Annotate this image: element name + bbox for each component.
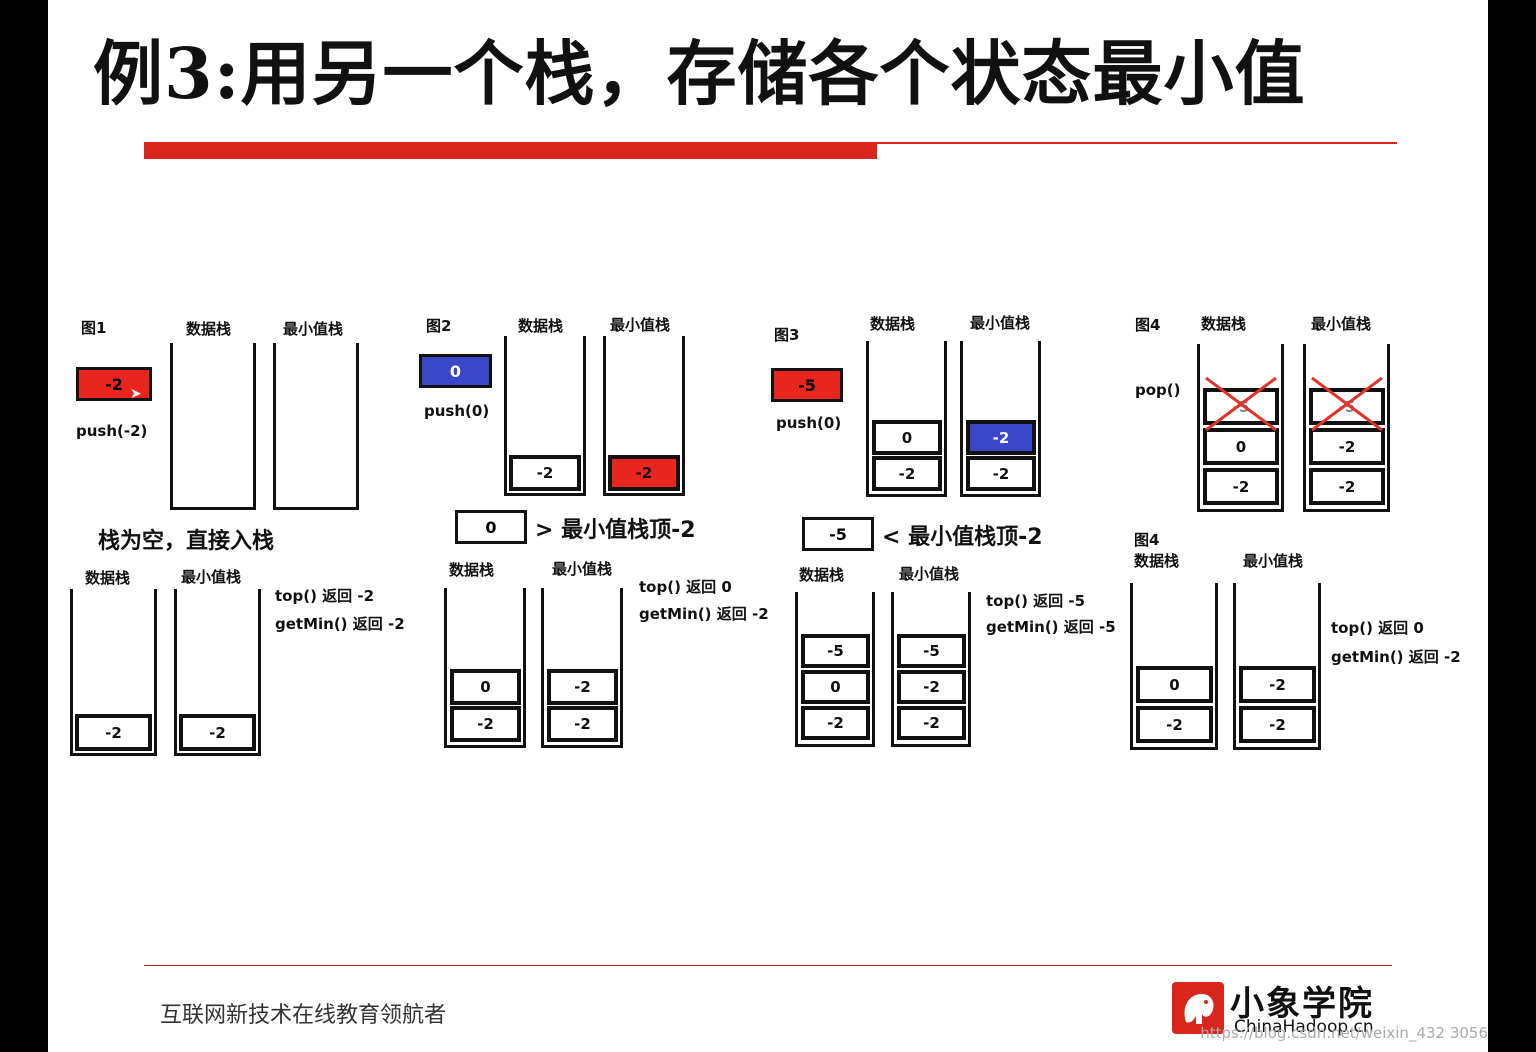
fig2-top-result: top() 返回 0	[639, 578, 732, 596]
fig1-data-stack-label: 数据栈	[186, 320, 232, 338]
fig3-after-data-label: 数据栈	[799, 566, 845, 584]
fig1-push-call: push(-2)	[76, 422, 148, 440]
fig4-after-tag: 图4	[1134, 531, 1160, 549]
fig2-tag: 图2	[426, 317, 452, 335]
stack-cell-popped: -5	[1309, 388, 1385, 425]
fig4-data-stack-before: -5 0 -2	[1197, 344, 1284, 512]
stack-cell: -2	[897, 670, 966, 704]
stack-cell: -2	[1203, 468, 1279, 505]
footer-divider	[144, 965, 1392, 966]
stack-cell: 0	[801, 670, 870, 704]
slide-title: 例3:用另一个栈，存储各个状态最小值	[93, 32, 1306, 115]
stack-cell: -5	[801, 634, 870, 668]
fig4-min-stack-label: 最小值栈	[1311, 315, 1372, 333]
title-underline-thick	[144, 142, 877, 159]
fig3-min-stack-label: 最小值栈	[970, 314, 1031, 332]
fig1-getmin-result: getMin() 返回 -2	[275, 615, 405, 633]
logo-text-cn: 小象学院	[1230, 984, 1374, 1024]
stack-cell: 0	[1203, 428, 1279, 465]
slide: 例3:用另一个栈，存储各个状态最小值 图1 数据栈 最小值栈 -2 ➤ push…	[48, 0, 1488, 1052]
fig4-after-min-stack: -2 -2	[1233, 583, 1321, 750]
fig3-data-stack-label: 数据栈	[870, 315, 916, 333]
fig1-after-data-label: 数据栈	[85, 569, 131, 587]
fig2-min-stack-before: -2	[603, 336, 685, 496]
fig1-after-min-stack: -2	[174, 589, 261, 756]
stack-cell: -2	[966, 456, 1036, 491]
fig1-note: 栈为空，直接入栈	[98, 529, 275, 554]
stack-cell: 0	[872, 420, 942, 455]
fig3-compare-value: -5	[802, 517, 874, 551]
stack-cell: 0	[1136, 666, 1213, 703]
fig1-tag: 图1	[81, 319, 107, 337]
fig3-after-data-stack: -5 0 -2	[795, 592, 875, 747]
fig2-push-call: push(0)	[424, 402, 490, 420]
fig2-after-data-label: 数据栈	[449, 561, 495, 579]
fig1-after-min-label: 最小值栈	[181, 568, 242, 586]
stack-cell: -2	[509, 455, 581, 491]
stack-cell: -2	[179, 714, 256, 751]
fig3-compare-text: < 最小值栈顶-2	[882, 525, 1043, 550]
stack-cell: -2	[872, 456, 942, 491]
stack-cell: 0	[450, 669, 521, 705]
fig3-getmin-result: getMin() 返回 -5	[986, 618, 1116, 636]
fig3-after-min-label: 最小值栈	[899, 565, 960, 583]
fig2-after-min-label: 最小值栈	[552, 560, 613, 578]
stack-cell: -2	[1309, 468, 1385, 505]
fig2-compare-value: 0	[455, 510, 527, 544]
elephant-logo-icon	[1172, 982, 1224, 1034]
fig3-top-result: top() 返回 -5	[986, 592, 1086, 610]
fig4-pop-call: pop()	[1135, 381, 1181, 399]
fig2-data-stack-label: 数据栈	[518, 317, 564, 335]
stack-cell: -2	[801, 706, 870, 740]
fig3-after-min-stack: -5 -2 -2	[891, 592, 971, 747]
stack-cell: -2	[450, 706, 521, 742]
fig2-push-element: 0	[419, 354, 492, 388]
stack-cell-highlight: -2	[966, 420, 1036, 455]
stack-cell-highlight: -2	[608, 455, 680, 491]
fig3-min-stack-before: -2 -2	[960, 341, 1041, 497]
stack-cell: -2	[1239, 706, 1316, 743]
watermark-text: https://blog.csdn.net/weixin_432 3056	[1200, 1024, 1488, 1042]
fig3-tag: 图3	[774, 326, 800, 344]
fig3-data-stack-before: 0 -2	[866, 341, 947, 497]
fig3-push-element: -5	[771, 368, 843, 402]
title-underline-thin	[877, 142, 1397, 144]
stack-cell: -2	[547, 669, 618, 705]
cross-mark-icon	[1205, 376, 1277, 432]
fig2-min-stack-label: 最小值栈	[610, 316, 671, 334]
fig1-top-result: top() 返回 -2	[275, 587, 375, 605]
fig2-compare-text: > 最小值栈顶-2	[535, 518, 696, 543]
stack-cell: -2	[1309, 428, 1385, 465]
fig1-min-stack-empty	[273, 343, 359, 510]
stack-cell: -2	[75, 714, 152, 751]
fig2-after-min-stack: -2 -2	[541, 588, 623, 748]
fig2-getmin-result: getMin() 返回 -2	[639, 605, 769, 623]
fig4-getmin-result: getMin() 返回 -2	[1331, 648, 1461, 666]
stack-cell: -5	[897, 634, 966, 668]
fig4-after-min-label: 最小值栈	[1243, 552, 1304, 570]
fig1-data-stack-empty	[170, 343, 256, 510]
stack-cell: -2	[547, 706, 618, 742]
fig4-after-data-label: 数据栈	[1134, 552, 1180, 570]
fig4-min-stack-before: -5 -2 -2	[1303, 344, 1390, 512]
fig4-after-data-stack: 0 -2	[1130, 583, 1218, 750]
fig2-data-stack-before: -2	[504, 336, 586, 496]
stack-cell: -2	[1136, 706, 1213, 743]
fig1-push-element: -2	[76, 367, 152, 401]
fig4-tag: 图4	[1135, 316, 1161, 334]
fig1-min-stack-label: 最小值栈	[283, 320, 344, 338]
fig4-top-result: top() 返回 0	[1331, 619, 1424, 637]
stack-cell: -2	[897, 706, 966, 740]
fig2-after-data-stack: 0 -2	[444, 588, 526, 748]
logo-text-en: ChinaHadoop.cn	[1234, 1017, 1374, 1037]
fig3-push-call: push(0)	[776, 414, 842, 432]
fig4-data-stack-label: 数据栈	[1201, 315, 1247, 333]
footer-slogan: 互联网新技术在线教育领航者	[160, 1003, 447, 1028]
stack-cell: -2	[1239, 666, 1316, 703]
mouse-cursor-icon: ➤	[130, 386, 142, 402]
cross-mark-icon	[1311, 376, 1383, 432]
fig1-after-data-stack: -2	[70, 589, 157, 756]
